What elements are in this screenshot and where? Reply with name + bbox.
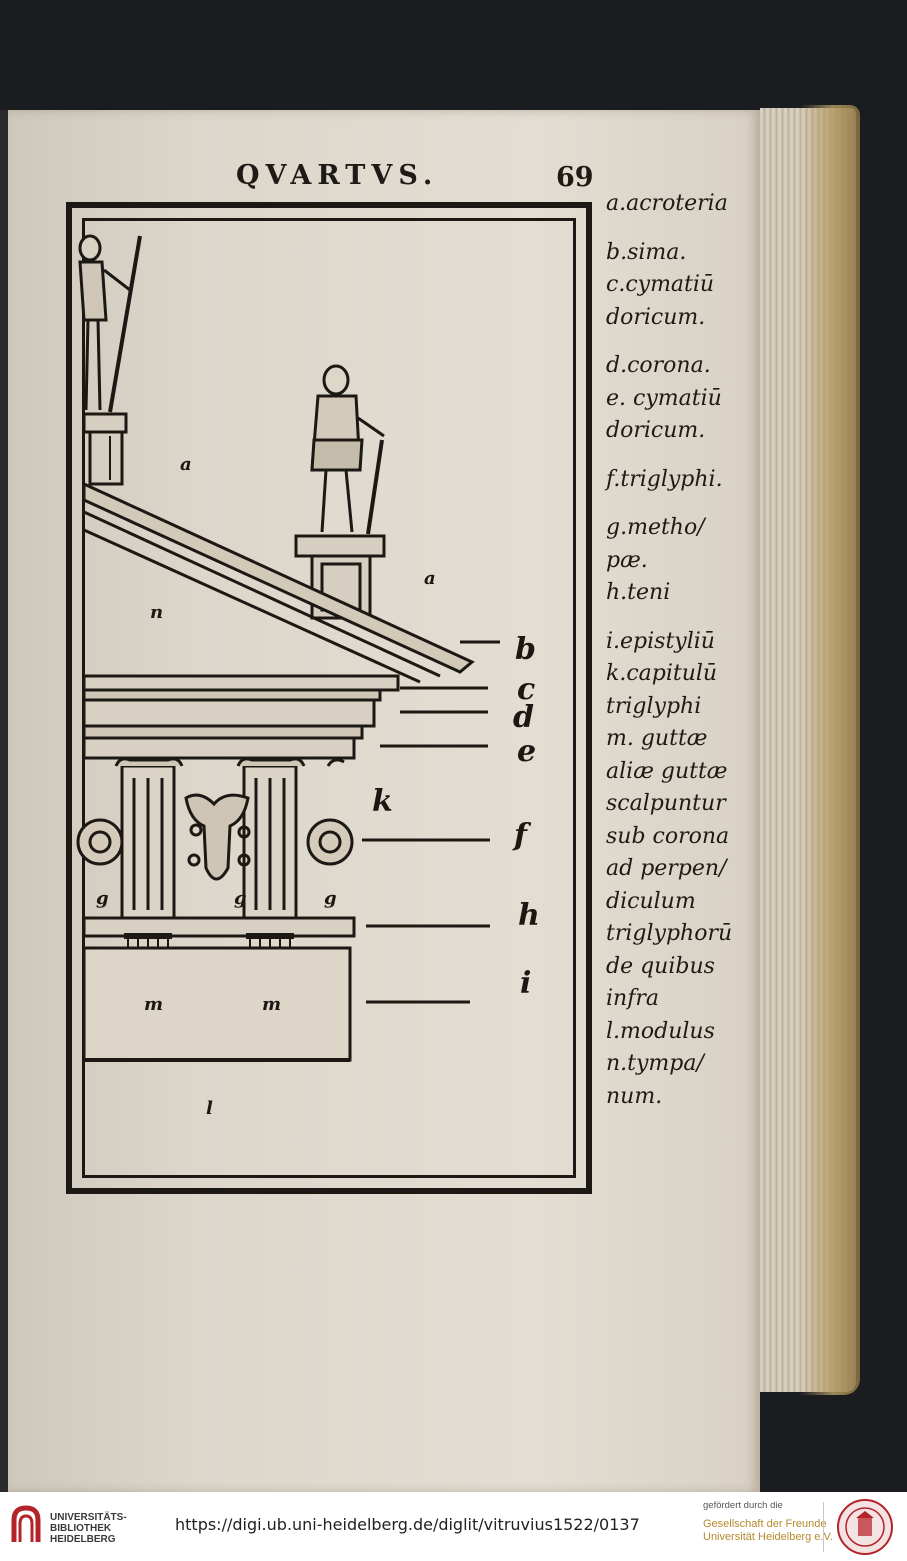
figure-label-g-1: g [96, 888, 109, 909]
library-name-line-1: UNIVERSITÄTS- [50, 1512, 127, 1523]
legend-line: h.teni [606, 580, 671, 605]
figure-label-n: n [150, 602, 164, 623]
figure-label-f: f [514, 818, 527, 853]
legend-gap [606, 496, 746, 512]
left-statue [78, 234, 142, 413]
book-spine-edge [0, 110, 8, 1492]
legend-line: ad perpen/ [606, 856, 727, 881]
legend-gap [606, 221, 746, 237]
figure-label-m-1: m [144, 994, 164, 1015]
legend-line: aliæ guttæ [606, 758, 728, 784]
library-name-line-2: BIBLIOTHEK [50, 1523, 112, 1534]
figure-legend: a.acroteria b.sima. c.cymatiū doricum. d… [606, 188, 746, 1113]
legend-line: e. cymatiū [606, 385, 722, 411]
legend-line: triglyphorū [606, 921, 733, 946]
university-seal-icon[interactable] [836, 1498, 894, 1556]
figure-label-l: l [206, 1098, 213, 1119]
legend-line: g.metho/ [606, 515, 705, 540]
legend-line: i.epistyliū [606, 628, 715, 654]
legend-line: doricum. [606, 304, 706, 330]
permalink-url[interactable]: https://digi.ub.uni-heidelberg.de/diglit… [175, 1515, 640, 1534]
legend-line: sub corona [606, 823, 730, 849]
legend-line: num. [606, 1083, 663, 1109]
legend-gap [606, 334, 746, 350]
figure-label-m-2: m [262, 994, 282, 1015]
legend-gap [606, 610, 746, 626]
library-name-line-3: HEIDELBERG [50, 1534, 116, 1545]
legend-line: pæ. [606, 547, 648, 573]
library-name: UNIVERSITÄTS- BIBLIOTHEK HEIDELBERG [50, 1512, 127, 1545]
figure-label-i: i [520, 966, 532, 1001]
legend-line: c.cymatiū [606, 272, 715, 297]
sponsor-label: gefördert durch die [703, 1500, 783, 1511]
sponsor-name-line-1: Gesellschaft der Freunde [703, 1518, 827, 1530]
footer-divider [823, 1502, 824, 1552]
page-number: 69 [556, 162, 594, 193]
legend-line: a.acroteria [606, 191, 728, 216]
legend-line: scalpuntur [606, 791, 726, 816]
legend-line: infra [606, 986, 659, 1011]
legend-line: n.tympa/ [606, 1051, 704, 1076]
figure-label-e: e [517, 734, 537, 769]
figure-label-h: h [518, 898, 540, 933]
running-head: QVARTVS. [236, 160, 439, 191]
figure-label-g-2: g [234, 888, 247, 909]
legend-line: de quibus [606, 953, 715, 979]
library-logo-icon[interactable] [10, 1502, 42, 1548]
legend-gap [606, 448, 746, 464]
book-cover-edge [800, 105, 860, 1395]
legend-line: diculum [606, 888, 696, 914]
figure-label-a-left: a [180, 454, 192, 475]
figure-label-k: k [372, 784, 393, 819]
legend-line: k.capitulū [606, 661, 718, 686]
sponsor-name-line-2: Universität Heidelberg e.V. [703, 1531, 833, 1543]
figure-label-d: d [513, 700, 534, 735]
legend-line: d.corona. [606, 353, 711, 378]
woodcut-frame-outer [66, 202, 592, 1194]
figure-label-g-3: g [324, 888, 337, 909]
legend-line: f.triglyphi. [606, 466, 723, 492]
center-statue [310, 364, 385, 535]
legend-line: l.modulus [606, 1018, 715, 1044]
viewer-footer [0, 1492, 907, 1561]
figure-label-a-right: a [424, 568, 436, 589]
legend-line: triglyphi [606, 693, 702, 719]
legend-line: b.sima. [606, 239, 687, 265]
legend-line: m. guttæ [606, 726, 708, 751]
sponsor-name[interactable]: Gesellschaft der Freunde Universität Hei… [703, 1518, 833, 1544]
figure-label-b: b [515, 632, 536, 667]
legend-line: doricum. [606, 418, 706, 443]
figure-label-c: c [517, 672, 536, 707]
